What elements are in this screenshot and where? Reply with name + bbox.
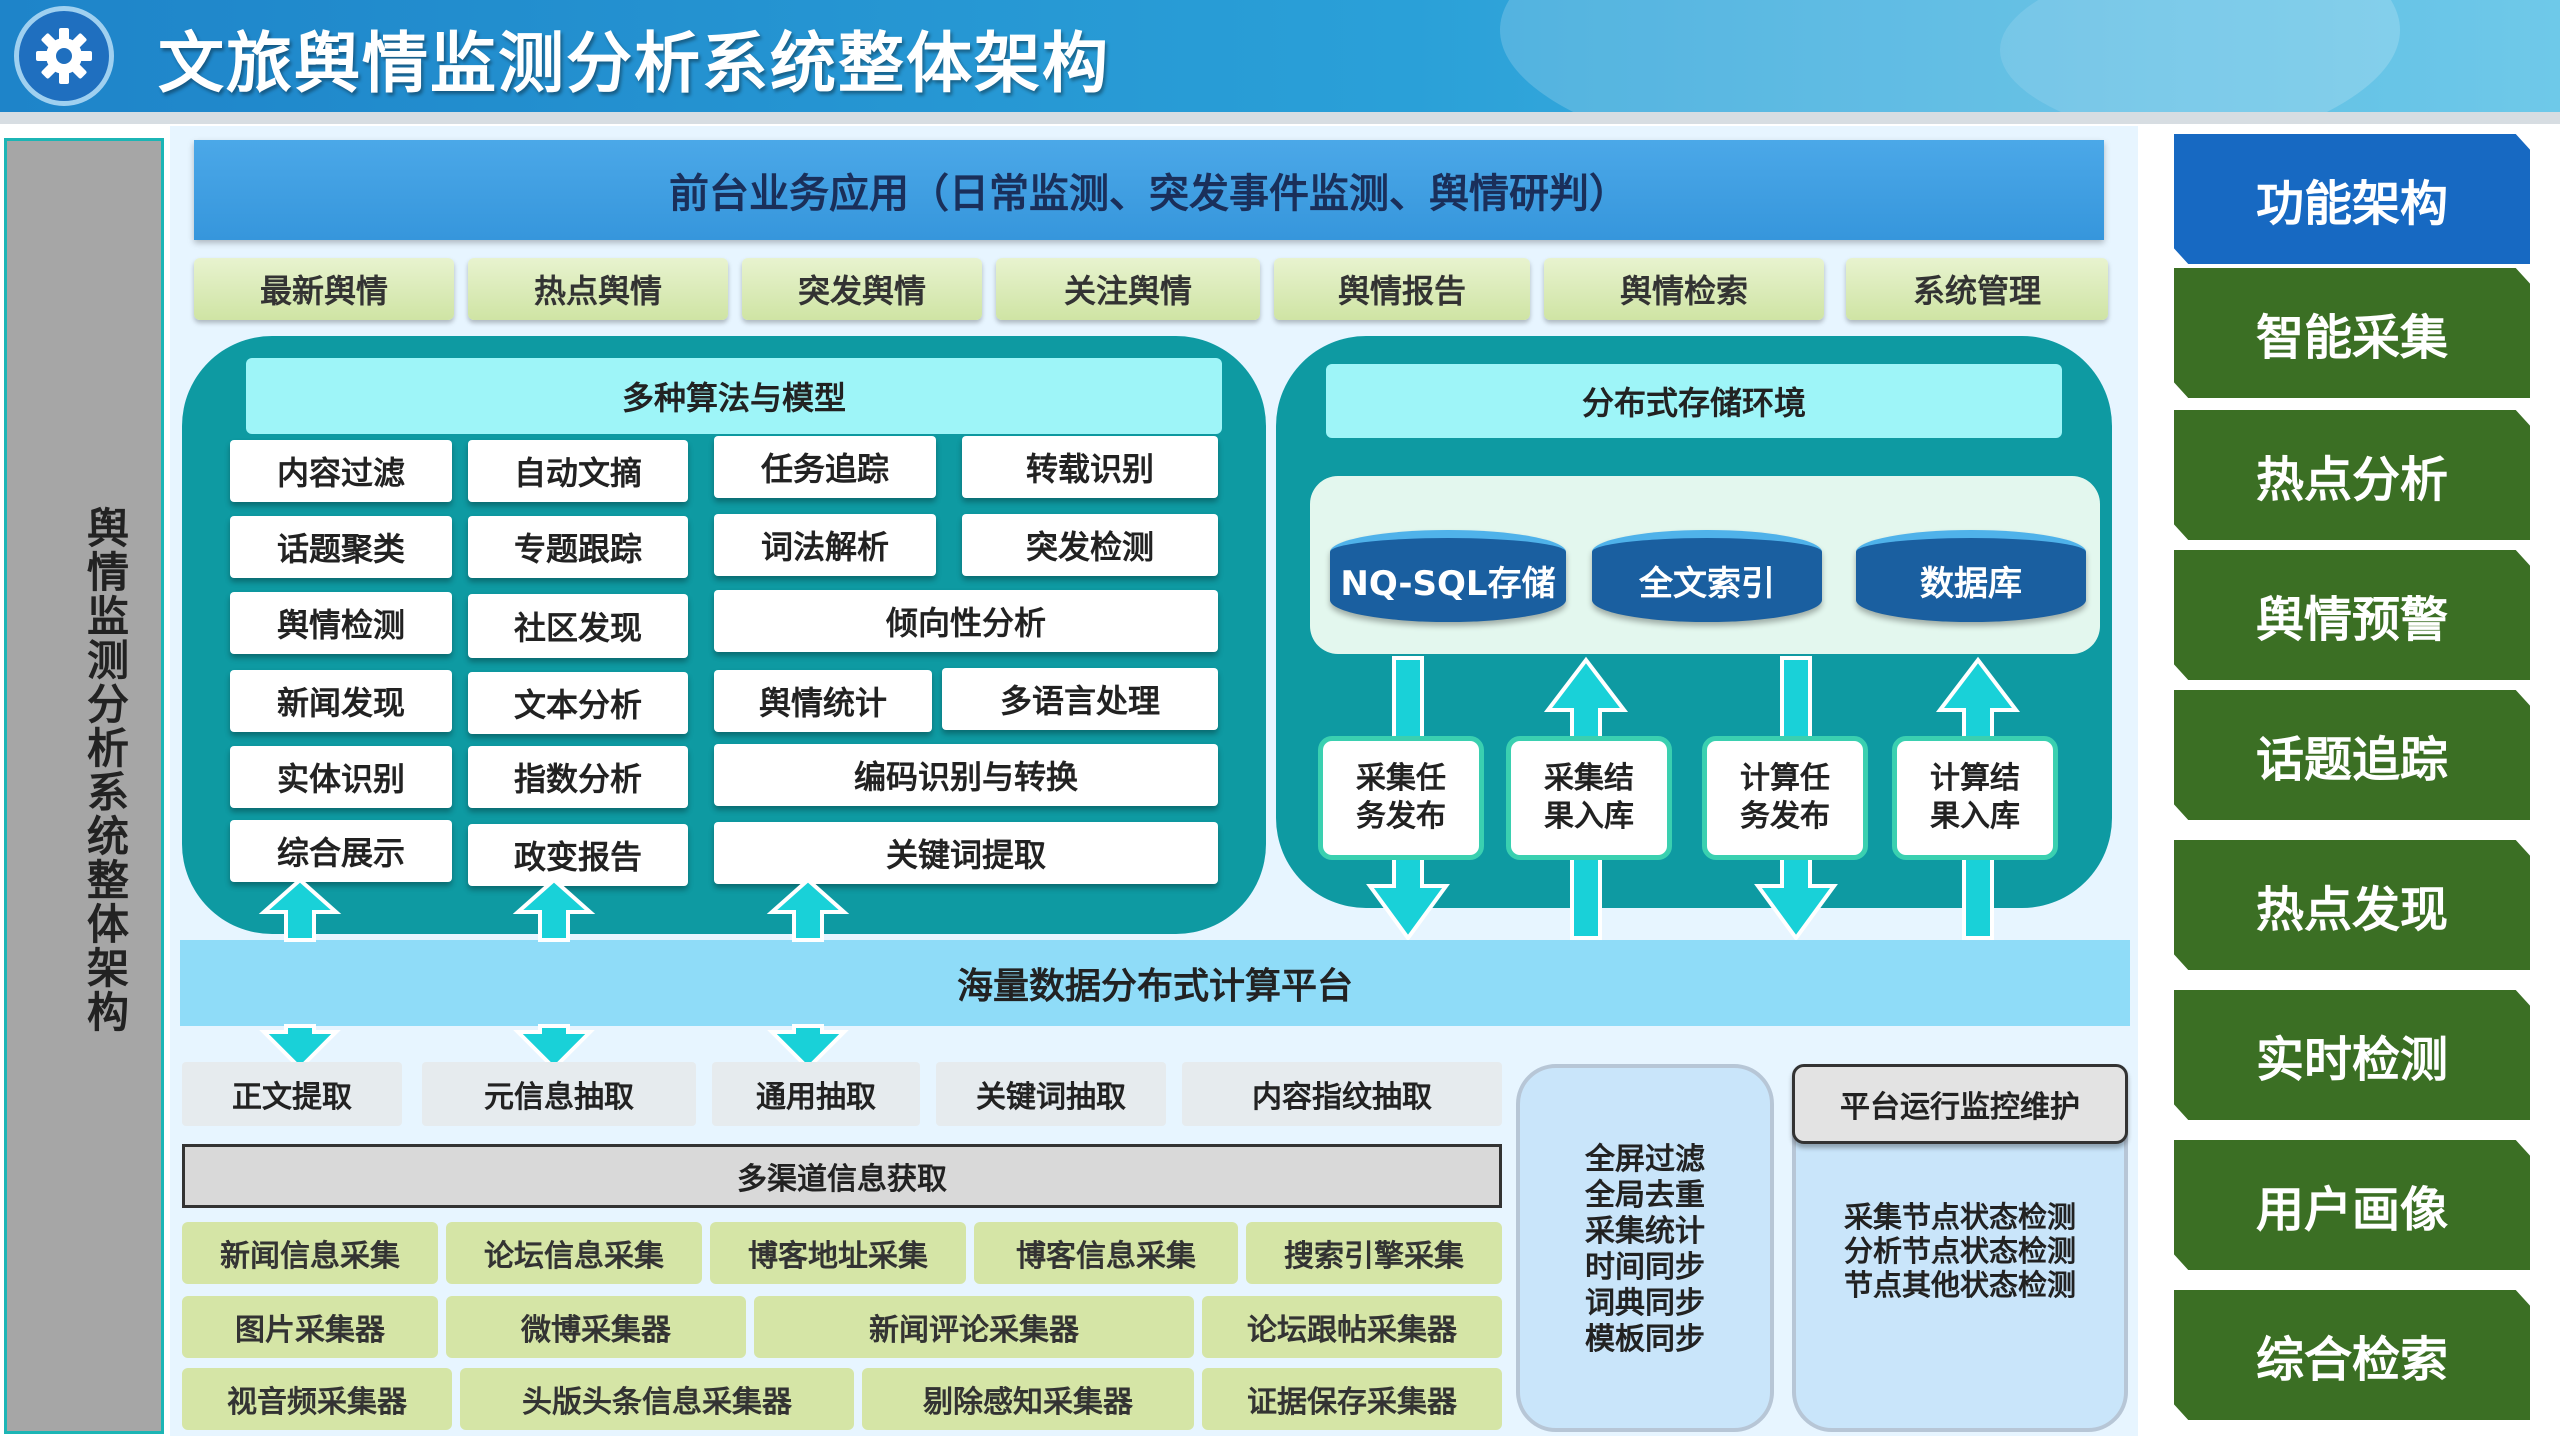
task-card-line: 务发布	[1740, 799, 1830, 834]
algorithm-cell: 新闻发现	[230, 670, 452, 732]
portal-tab: 热点舆情	[468, 258, 728, 320]
algorithm-cell: 多语言处理	[942, 668, 1218, 730]
page-title: 文旅舆情监测分析系统整体架构	[158, 25, 1110, 102]
collector-item: 博客信息采集	[974, 1222, 1238, 1284]
collector-item: 图片采集器	[182, 1296, 438, 1358]
extract-item: 内容指纹抽取	[1182, 1062, 1502, 1126]
portal-tab: 舆情报告	[1274, 258, 1530, 320]
algorithm-flow-arrows	[258, 877, 850, 1071]
header-banner	[0, 0, 2560, 124]
monitor-list: 采集节点状态检测 分析节点状态检测 节点其他状态检测	[1800, 1186, 2120, 1316]
collector-item: 论坛跟帖采集器	[1202, 1296, 1502, 1358]
frontend-apps-bar: 前台业务应用（日常监测、突发事件监测、舆情研判）	[194, 140, 2104, 240]
collector-item: 微博采集器	[446, 1296, 746, 1358]
algorithm-cell: 倾向性分析	[714, 590, 1218, 652]
portal-tab: 系统管理	[1846, 258, 2108, 320]
extract-item: 通用抽取	[712, 1062, 920, 1126]
filter-item: 全屏过滤	[1585, 1142, 1705, 1177]
algorithm-cell: 社区发现	[468, 594, 688, 658]
algorithm-cell: 内容过滤	[230, 440, 452, 502]
collector-item: 视音频采集器	[182, 1368, 452, 1430]
header-wave-decoration	[1500, 0, 2400, 124]
tab-comprehensive-search[interactable]: 综合检索	[2174, 1290, 2530, 1420]
tab-function-architecture[interactable]: 功能架构	[2174, 134, 2530, 264]
task-card-line: 计算结	[1930, 761, 2020, 796]
task-card: 计算结 果入库	[1892, 736, 2058, 860]
tab-sentiment-alert[interactable]: 舆情预警	[2174, 550, 2530, 680]
monitor-title: 平台运行监控维护	[1792, 1064, 2128, 1144]
tab-smart-collection[interactable]: 智能采集	[2174, 268, 2530, 398]
tab-hotspot-discovery[interactable]: 热点发现	[2174, 840, 2530, 970]
filter-item: 词典同步	[1585, 1286, 1705, 1321]
nosql-storage-icon: NQ-SQL存储	[1330, 530, 1566, 622]
algorithm-cell: 编码识别与转换	[714, 744, 1218, 806]
algorithm-cell: 转载识别	[962, 436, 1218, 498]
algorithm-cell: 关键词提取	[714, 822, 1218, 884]
tab-hotspot-analysis[interactable]: 热点分析	[2174, 410, 2530, 540]
portal-tab: 突发舆情	[742, 258, 982, 320]
collector-item: 新闻评论采集器	[754, 1296, 1194, 1358]
extract-item: 关键词抽取	[936, 1062, 1166, 1126]
left-vertical-label: 舆情监测分析系统整体架构	[80, 506, 130, 1034]
fulltext-index-icon: 全文索引	[1592, 530, 1822, 622]
task-card-line: 采集结	[1544, 761, 1634, 796]
algorithm-cell: 指数分析	[468, 746, 688, 808]
multichannel-bar: 多渠道信息获取	[182, 1144, 1502, 1208]
task-card-line: 采集任	[1356, 761, 1446, 796]
filter-panel	[1516, 1064, 1774, 1432]
algorithm-cell: 词法解析	[714, 514, 936, 576]
task-card-line: 务发布	[1356, 799, 1446, 834]
filter-item: 模板同步	[1585, 1322, 1705, 1357]
database-icon: 数据库	[1856, 530, 2086, 622]
extract-item: 元信息抽取	[422, 1062, 696, 1126]
algorithm-cell: 专题跟踪	[468, 516, 688, 578]
collector-item: 头版头条信息采集器	[460, 1368, 854, 1430]
collector-item: 证据保存采集器	[1202, 1368, 1502, 1430]
collector-item: 剔除感知采集器	[862, 1368, 1194, 1430]
algorithm-cell: 舆情检测	[230, 592, 452, 654]
portal-tab: 最新舆情	[194, 258, 454, 320]
algorithm-cell: 话题聚类	[230, 516, 452, 578]
algorithm-cell: 综合展示	[230, 820, 452, 882]
algorithms-title: 多种算法与模型	[246, 358, 1222, 434]
filter-item: 时间同步	[1585, 1250, 1705, 1285]
algorithm-cell: 自动文摘	[468, 440, 688, 502]
tab-user-profile[interactable]: 用户画像	[2174, 1140, 2530, 1270]
filter-list: 全屏过滤 全局去重 采集统计 时间同步 词典同步 模板同步	[1520, 1130, 1770, 1370]
filter-item: 采集统计	[1585, 1214, 1705, 1249]
algorithm-cell: 突发检测	[962, 514, 1218, 576]
algorithm-cell: 实体识别	[230, 746, 452, 808]
algorithm-cell: 舆情统计	[714, 670, 932, 732]
collector-item: 搜索引擎采集	[1246, 1222, 1502, 1284]
gear-icon	[14, 6, 114, 106]
monitor-item: 节点其他状态检测	[1843, 1268, 2076, 1302]
portal-tab: 舆情检索	[1544, 258, 1824, 320]
collector-item: 论坛信息采集	[446, 1222, 702, 1284]
task-card: 采集任 务发布	[1318, 736, 1484, 860]
tab-topic-tracking[interactable]: 话题追踪	[2174, 690, 2530, 820]
task-card-line: 果入库	[1930, 799, 2020, 834]
task-card-line: 计算任	[1740, 761, 1830, 796]
portal-tab: 关注舆情	[996, 258, 1260, 320]
extract-item: 正文提取	[182, 1062, 402, 1126]
task-card: 计算任 务发布	[1702, 736, 1868, 860]
task-card-line: 果入库	[1544, 799, 1634, 834]
header-wave-decoration	[2000, 0, 2560, 124]
monitor-item: 采集节点状态检测	[1843, 1200, 2076, 1234]
task-card: 采集结 果入库	[1506, 736, 1672, 860]
algorithm-cell: 政变报告	[468, 824, 688, 886]
collector-item: 新闻信息采集	[182, 1222, 438, 1284]
algorithm-cell: 文本分析	[468, 672, 688, 734]
computing-platform-bar: 海量数据分布式计算平台	[180, 940, 2130, 1026]
collector-item: 博客地址采集	[710, 1222, 966, 1284]
tab-realtime-detection[interactable]: 实时检测	[2174, 990, 2530, 1120]
algorithm-cell: 任务追踪	[714, 436, 936, 498]
storage-title: 分布式存储环境	[1326, 364, 2062, 438]
header-divider	[0, 112, 2560, 124]
monitor-item: 分析节点状态检测	[1843, 1234, 2076, 1268]
filter-item: 全局去重	[1585, 1178, 1705, 1213]
left-label-column	[4, 138, 164, 1434]
